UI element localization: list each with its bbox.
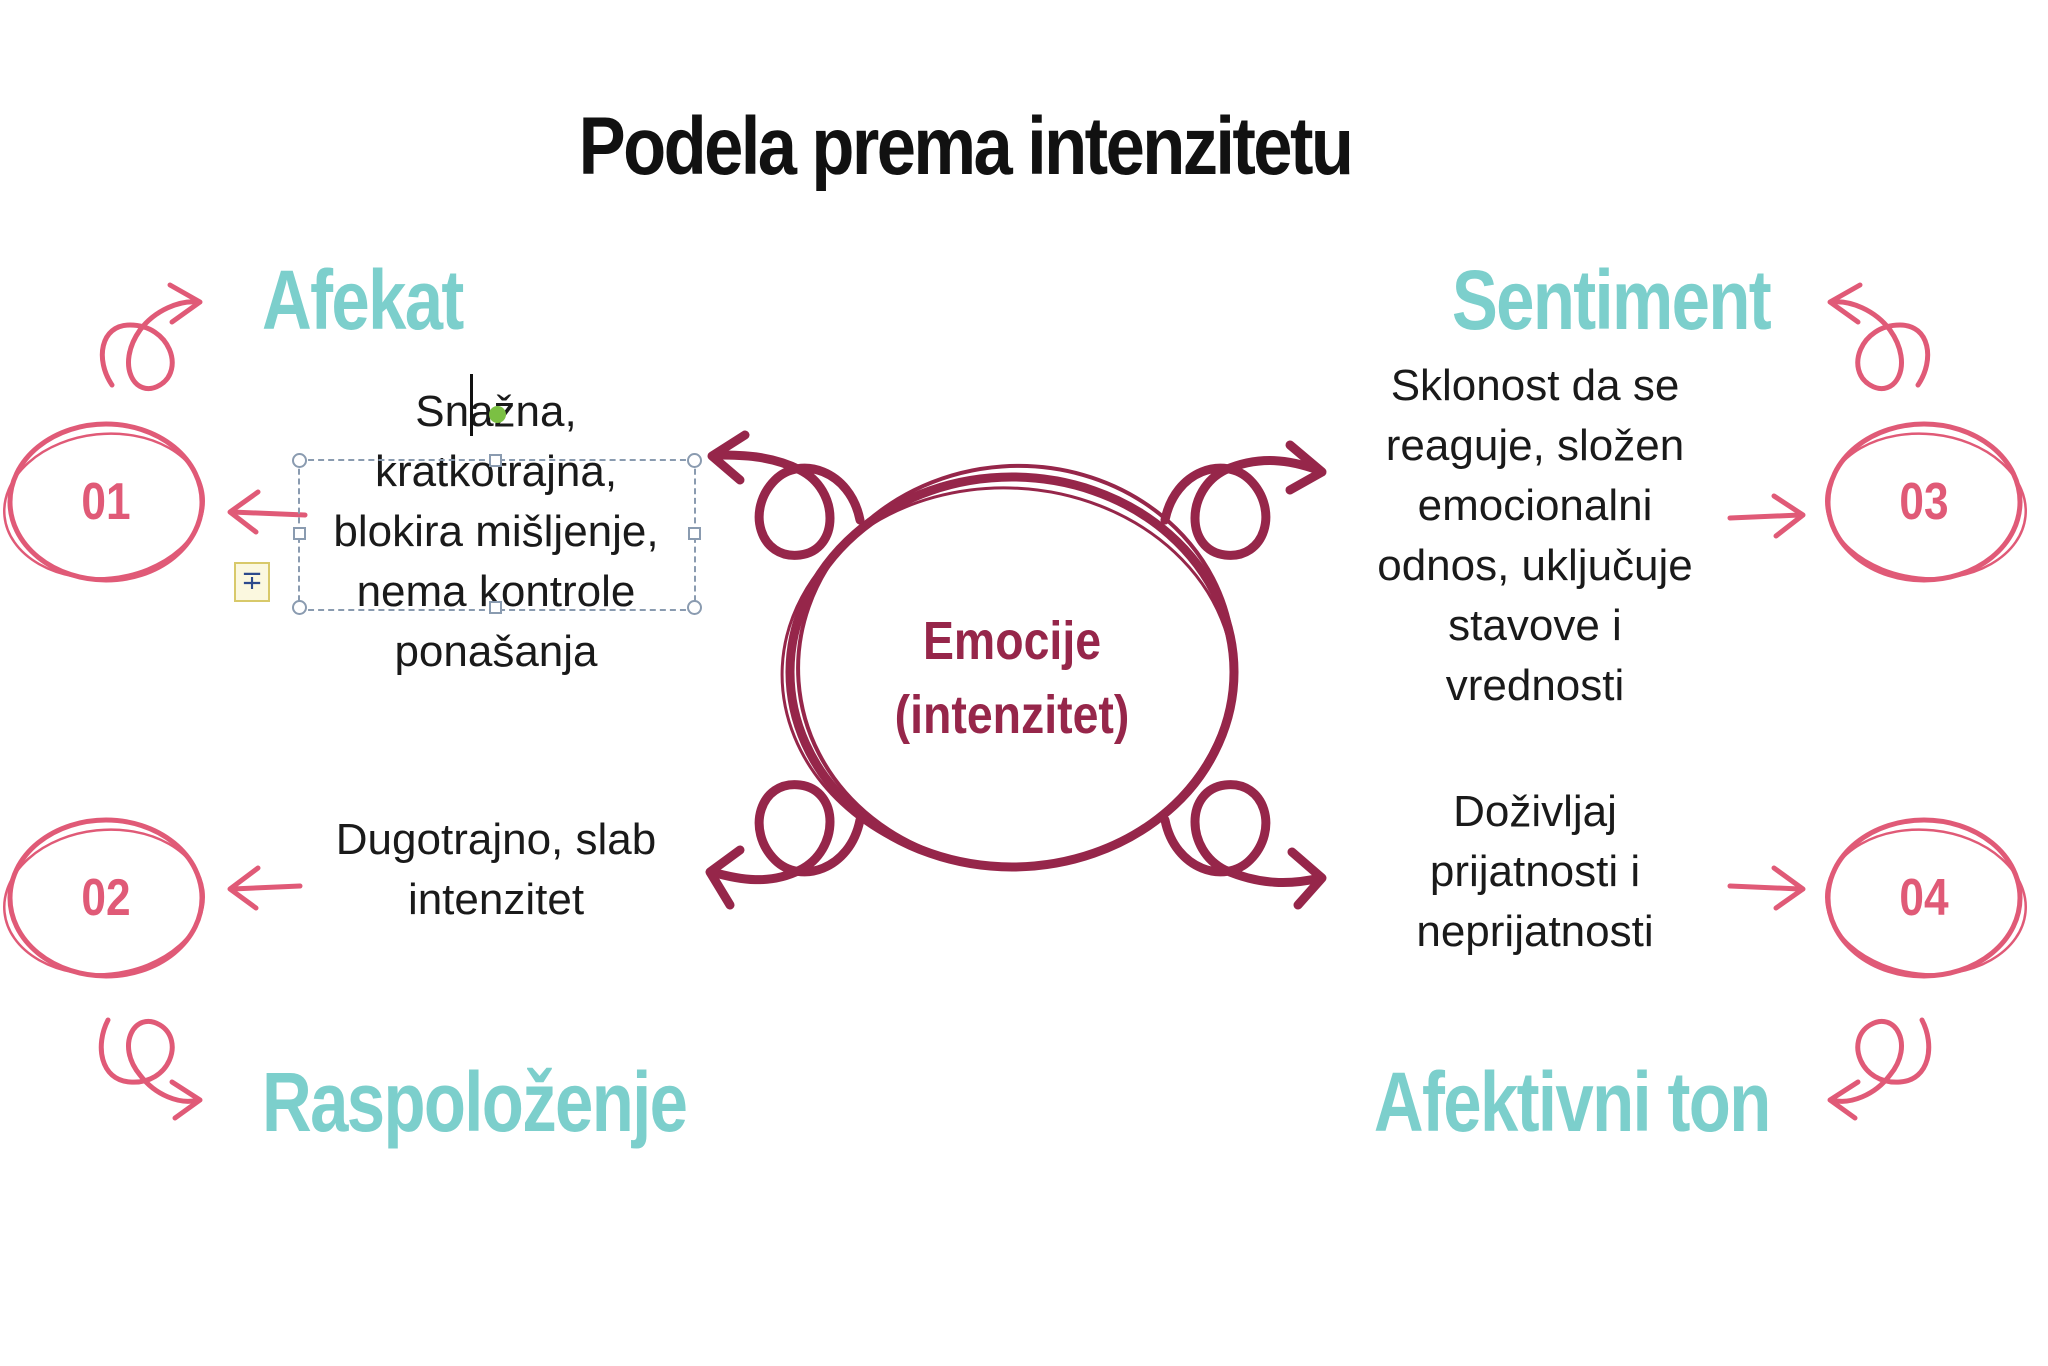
number-circle-03 [1825, 421, 2027, 583]
heading-afekat[interactable]: Afekat [262, 253, 464, 347]
textbox-selection-frame[interactable] [298, 459, 696, 611]
center-label[interactable]: Emocije (intenzitet) [894, 611, 1130, 745]
arrow-to-02 [227, 865, 303, 911]
number-label-02: 02 [81, 869, 131, 927]
loop-arrow-bottom-right [1160, 780, 1327, 910]
slide-title[interactable]: Podela prema intenzitetu [578, 101, 1354, 192]
number-circle-02 [3, 817, 205, 979]
heading-sentiment[interactable]: Sentiment [1451, 253, 1772, 347]
resize-handle-right[interactable] [688, 527, 701, 540]
number-label-01: 01 [81, 473, 131, 531]
number-circle-04 [1825, 817, 2027, 979]
resize-handle-bottom-right[interactable] [687, 600, 702, 615]
heading-raspolozenje[interactable]: Raspoloženje [262, 1055, 688, 1149]
resize-handle-top[interactable] [489, 454, 502, 467]
center-circle [780, 463, 1239, 872]
description-afektivni-ton[interactable]: Doživljaj prijatnosti i neprijatnosti [1416, 787, 1654, 956]
rotate-handle[interactable] [489, 406, 506, 423]
resize-handle-left[interactable] [293, 527, 306, 540]
resize-handle-bottom-left[interactable] [292, 600, 307, 615]
resize-handle-top-left[interactable] [292, 453, 307, 468]
curl-arrow-bottom-right [1827, 1017, 1932, 1121]
loop-arrow-top-right [1160, 440, 1327, 560]
curl-arrow-top-left [99, 282, 203, 392]
loop-arrow-top-left [707, 430, 865, 560]
heading-afektivni-ton[interactable]: Afektivni ton [1374, 1055, 1771, 1149]
number-label-04: 04 [1899, 869, 1949, 927]
curl-arrow-bottom-left [98, 1017, 203, 1121]
resize-handle-top-right[interactable] [687, 453, 702, 468]
loop-arrow-bottom-left [705, 780, 865, 910]
curl-arrow-top-right [1827, 282, 1931, 392]
number-circle-01 [3, 421, 205, 583]
resize-handle-bottom[interactable] [489, 601, 502, 614]
autofit-options-icon[interactable]: ∓ [234, 562, 270, 602]
description-sentiment[interactable]: Sklonost da se reaguje, složen emocional… [1377, 361, 1693, 710]
arrow-to-01 [227, 489, 308, 535]
arrow-to-04 [1727, 865, 1806, 911]
arrow-to-03 [1727, 493, 1806, 539]
description-afekat-textbox[interactable]: Snažna, kratkotrajna, blokira mišljenje,… [333, 387, 659, 676]
number-label-03: 03 [1899, 473, 1949, 531]
text-cursor [470, 374, 473, 436]
description-raspolozenje[interactable]: Dugotrajno, slab intenzitet [335, 815, 657, 924]
